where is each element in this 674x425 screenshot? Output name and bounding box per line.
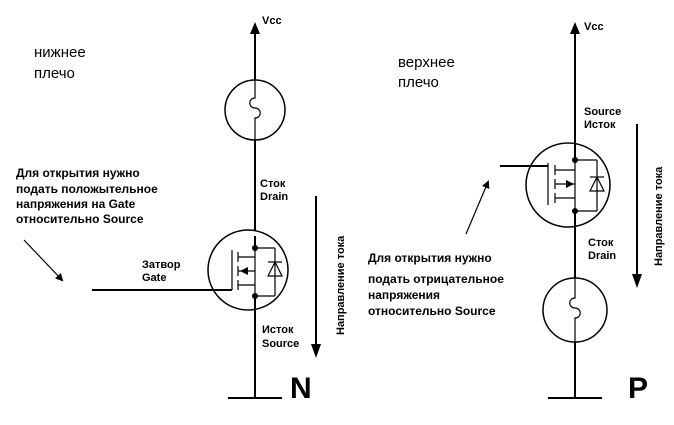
right-drain-ru-label: Сток xyxy=(588,237,614,249)
right-source-en-label: Source xyxy=(584,106,621,118)
right-note-pointer xyxy=(465,180,490,235)
left-note-line4: относительно Source xyxy=(16,212,144,226)
right-note-line2: подать отрицательное xyxy=(368,272,504,286)
left-current-arrowhead-icon xyxy=(311,344,321,358)
left-vcc-label: Vcc xyxy=(262,15,282,27)
right-note-line4: относительно Source xyxy=(368,304,496,318)
right-current-arrowhead-icon xyxy=(632,274,642,288)
left-title-line2: плечо xyxy=(34,65,75,82)
right-current-label: Направление тока xyxy=(653,166,665,266)
left-source-en-label: Source xyxy=(262,338,299,350)
right-vcc-label: Vcc xyxy=(584,21,604,33)
left-source-ru-label: Исток xyxy=(262,324,294,336)
left-lamp-filament xyxy=(249,80,261,140)
left-body-arrow-icon xyxy=(240,267,248,275)
left-vcc-arrow-icon xyxy=(250,22,260,34)
right-diode-icon xyxy=(589,175,605,192)
left-drain-ru-label: Сток xyxy=(260,178,286,190)
left-note-line2: подать положытельное xyxy=(16,182,158,196)
left-type-letter: N xyxy=(290,372,312,405)
left-note-line3: напряжения на Gate xyxy=(16,197,136,211)
left-note-pointer xyxy=(23,239,64,282)
right-title-line2: плечо xyxy=(398,74,439,91)
right-lamp-filament xyxy=(569,278,581,342)
left-gate-ru-label: Затвор xyxy=(142,259,181,271)
left-diode-icon xyxy=(267,260,283,277)
left-title-line1: нижнее xyxy=(34,44,86,61)
high-side-circuit xyxy=(465,22,642,399)
left-current-label: Направление тока xyxy=(335,235,347,335)
left-drain-en-label: Drain xyxy=(260,191,288,203)
right-title-line1: верхнее xyxy=(398,54,455,71)
right-body-arrow-icon xyxy=(566,180,574,188)
right-source-ru-label: Исток xyxy=(584,119,616,131)
right-note-line1: Для открытия нужно xyxy=(368,251,492,265)
left-gate-en-label: Gate xyxy=(142,272,166,284)
low-side-circuit xyxy=(23,22,321,399)
right-type-letter: P xyxy=(628,372,648,405)
right-vcc-arrow-icon xyxy=(570,22,580,34)
right-note-line3: напряжения xyxy=(368,288,440,302)
right-drain-en-label: Drain xyxy=(588,250,616,262)
left-note-line1: Для открытия нужно xyxy=(16,166,140,180)
